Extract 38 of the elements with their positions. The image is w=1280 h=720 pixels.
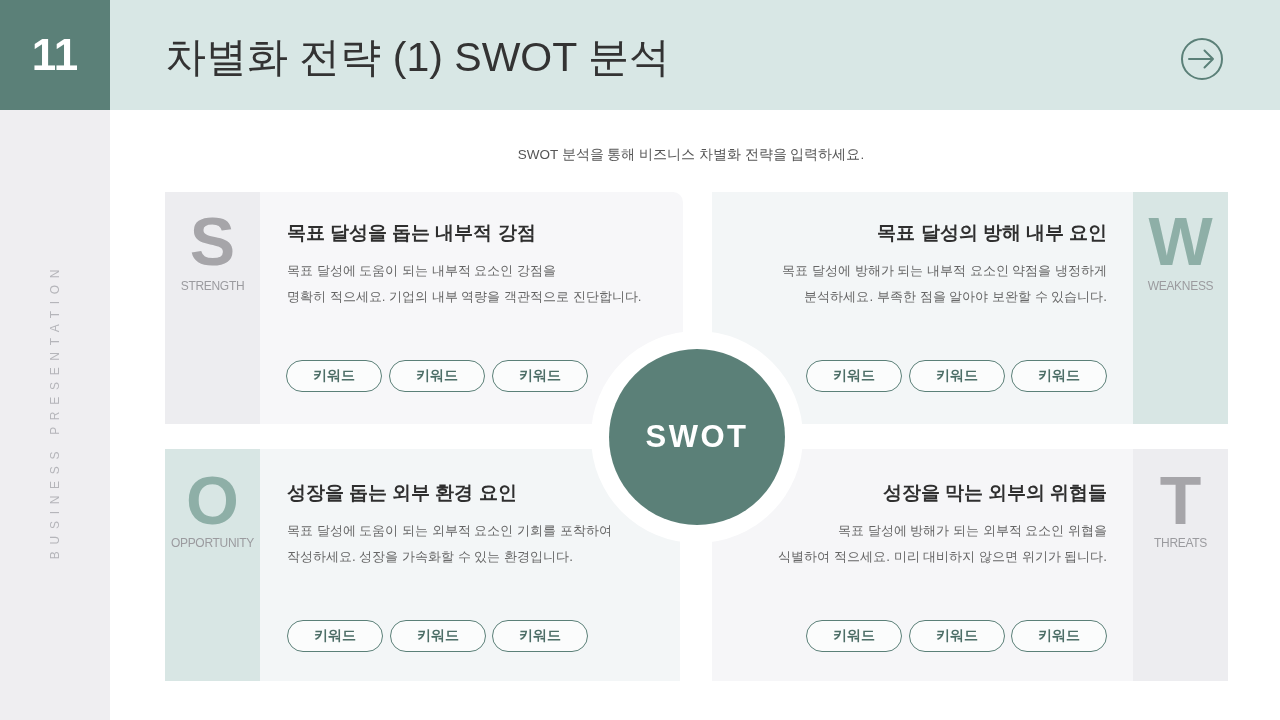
keyword-pill: 키워드 (1011, 620, 1107, 652)
category-label: STRENGTH (179, 278, 246, 294)
keyword-pill: 키워드 (287, 620, 383, 652)
card-text: 목표 달성에 도움이 되는 내부적 요소인 강점을 명확히 적으세요. 기업의 내부 역량을 객관적으로 진단합니다. (287, 262, 642, 306)
card-heading: 목표 달성의 방해 내부 요인 (877, 221, 1107, 245)
category-label: WEAKNESS (1146, 278, 1215, 294)
card-heading: 성장을 돕는 외부 환경 요인 (287, 481, 517, 505)
keyword-pill: 키워드 (1011, 360, 1107, 392)
keyword-pill: 키워드 (390, 620, 486, 652)
page-number: 11 (0, 0, 110, 110)
card-heading: 성장을 막는 외부의 위협들 (882, 481, 1107, 505)
keyword-pill: 키워드 (492, 620, 588, 652)
card-text: 목표 달성에 방해가 되는 외부적 요소인 위협을 식별하여 적으세요. 미리 대비하지 않으면 위기가 됩니다. (778, 522, 1107, 566)
side-band (1133, 192, 1228, 424)
quadrant-card (712, 192, 1133, 424)
keyword-pill: 키워드 (389, 360, 485, 392)
keyword-pill: 키워드 (286, 360, 382, 392)
keyword-pill: 키워드 (806, 360, 902, 392)
quadrant-card (260, 192, 683, 424)
category-label: OPPORTUNITY (169, 535, 256, 551)
title: 차별화 전략 (1) SWOT 분석 (165, 33, 670, 82)
keyword-pill: 키워드 (909, 620, 1005, 652)
category-label: THREATS (1153, 535, 1208, 551)
keyword-pill: 키워드 (806, 620, 902, 652)
vertical-caption: BUSINESS PRESENTATION (47, 262, 63, 560)
keyword-pill: 키워드 (492, 360, 588, 392)
subtitle: SWOT 분석을 통해 비즈니스 차별화 전략을 입력하세요. (517, 146, 865, 164)
initial-letter: O (185, 466, 240, 534)
quadrant-card (260, 449, 680, 681)
card-text: 목표 달성에 도움이 되는 외부적 요소인 기회를 포착하여 작성하세요. 성장을 가속화할 수 있는 환경입니다. (287, 522, 612, 566)
keyword-pill: 키워드 (909, 360, 1005, 392)
card-text: 목표 달성에 방해가 되는 내부적 요소인 약점을 냉정하게 분석하세요. 부족한 점을 알아야 보완할 수 있습니다. (782, 262, 1107, 306)
side-band (165, 449, 260, 681)
quadrant-card (712, 449, 1133, 681)
card-heading: 목표 달성을 돕는 내부적 강점 (287, 221, 536, 245)
initial-letter: T (1158, 466, 1203, 534)
initial-letter: S (188, 207, 237, 275)
initial-letter: W (1147, 207, 1214, 275)
